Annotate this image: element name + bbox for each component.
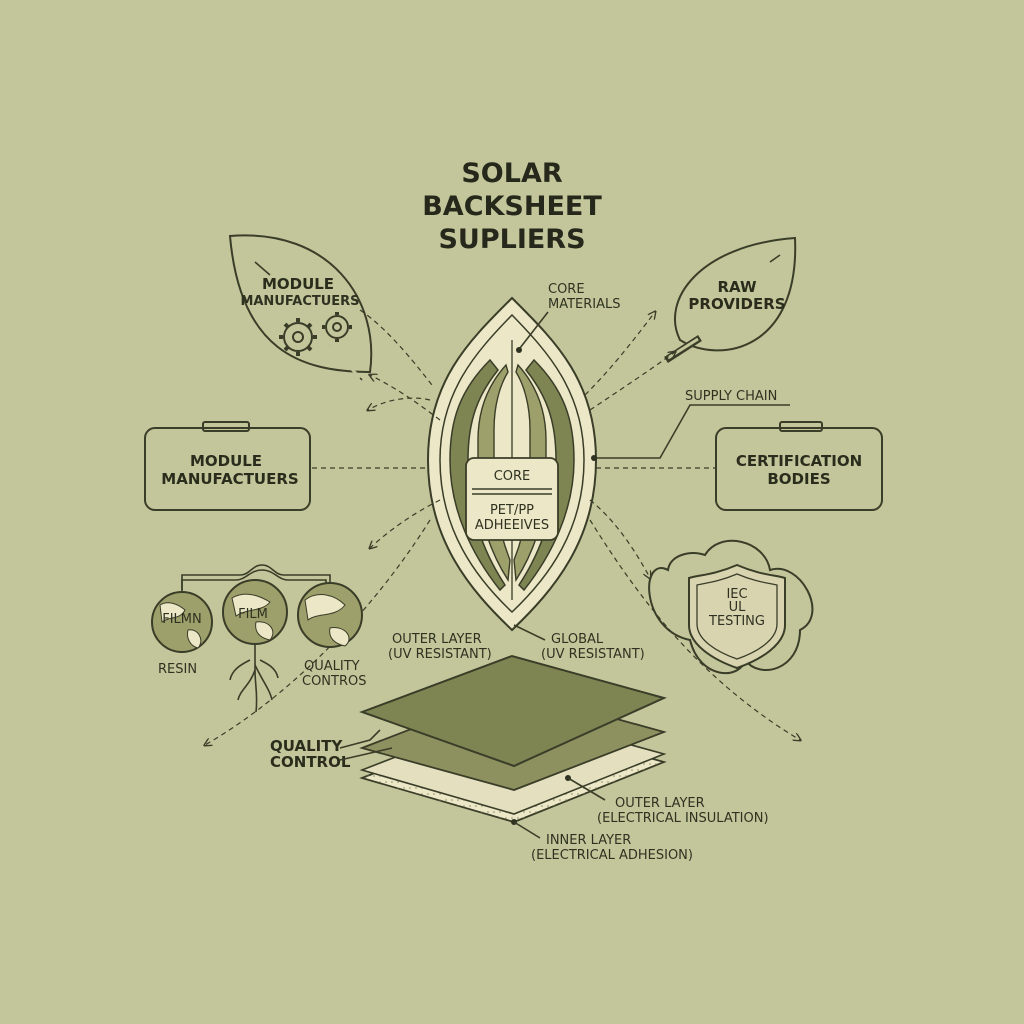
gear-icon	[279, 312, 352, 356]
resin-label: RESIN	[158, 662, 197, 677]
core-box-label-2: PET/PP	[490, 503, 534, 518]
module-leaf-label-2: MANUFACTUERS	[240, 294, 359, 309]
leaf-icon	[228, 234, 373, 374]
outer-uv-label-1: OUTER LAYER	[392, 632, 482, 647]
module-manufacturers-leaf: MODULE MANUFACTUERS	[228, 234, 373, 381]
title-line-3: SUPLIERS	[438, 224, 585, 255]
raw-providers-label-2: PROVIDERS	[688, 295, 785, 313]
globe-icon	[151, 591, 213, 653]
global-uv-label-2: (UV RESISTANT)	[541, 647, 645, 662]
leaf-icon	[674, 236, 797, 352]
globe-icon	[222, 579, 288, 645]
title-line-1: SOLAR	[461, 158, 562, 189]
layer-stack-icon	[359, 654, 667, 823]
core-box-label-1: CORE	[494, 469, 531, 484]
certification-label-1: CERTIFICATION	[736, 452, 862, 470]
quality-control-label-2: CONTROL	[270, 753, 351, 771]
quality-control-label-1: QUALITY	[270, 737, 343, 755]
outer-uv-label-2: (UV RESISTANT)	[388, 647, 492, 662]
globe-1-label: FILMN	[162, 612, 202, 627]
diagram-title: SOLAR BACKSHEET SUPLIERS	[422, 158, 602, 255]
globe-cluster: FILMN FILM RESIN QUALITY CONTROS	[151, 564, 367, 713]
shield-label-2: UL	[729, 600, 747, 615]
quality-contros-label-1: QUALITY	[304, 659, 360, 674]
supply-chain-label: SUPPLY CHAIN	[685, 389, 777, 404]
raw-providers-leaf: RAW PROVIDERS	[664, 236, 797, 363]
outer-insulation-label-2: (ELECTRICAL INSULATION)	[597, 811, 769, 826]
global-uv-label-1: GLOBAL	[551, 632, 604, 647]
certification-label-2: BODIES	[767, 470, 830, 488]
certification-bodies-box: CERTIFICATION BODIES	[715, 421, 883, 511]
inner-adhesion-label-1: INNER LAYER	[546, 833, 631, 848]
globe-2-label: FILM	[238, 607, 268, 622]
quality-contros-label-2: CONTROS	[302, 674, 367, 689]
module-manufacturers-box: MODULE MANUFACTUERS	[144, 421, 311, 511]
core-box-label-3: ADHEEIVES	[475, 518, 549, 533]
title-line-2: BACKSHEET	[422, 191, 602, 222]
shield-label-3: TESTING	[708, 614, 765, 629]
inner-adhesion-label-2: (ELECTRICAL ADHESION)	[531, 848, 693, 863]
module-leaf-label-1: MODULE	[262, 275, 334, 293]
outer-insulation-label-1: OUTER LAYER	[615, 796, 705, 811]
module-box-label-2: MANUFACTUERS	[161, 470, 298, 488]
roots-icon	[229, 644, 279, 713]
globe-icon	[297, 582, 363, 648]
shield-label-1: IEC	[726, 587, 747, 602]
module-box-label-1: MODULE	[190, 452, 262, 470]
core-materials-label-1: CORE	[548, 282, 585, 297]
core-materials-label-2: MATERIALS	[548, 297, 621, 312]
raw-providers-label-1: RAW	[717, 278, 756, 296]
shield-icon: IEC UL TESTING	[648, 539, 814, 674]
seed-pod-icon: CORE PET/PP ADHEEIVES	[426, 296, 598, 632]
